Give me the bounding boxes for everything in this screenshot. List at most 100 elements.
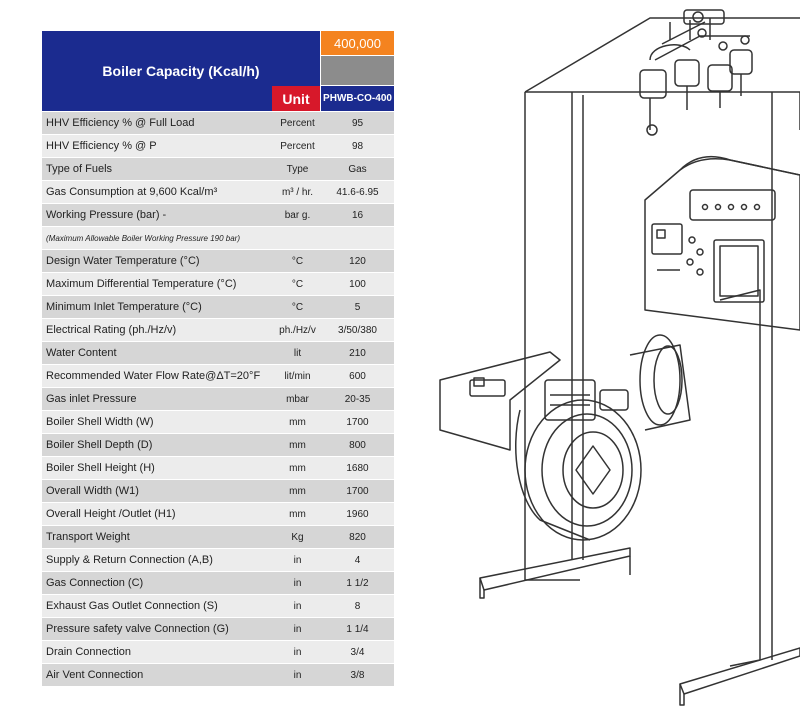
table-row: Exhaust Gas Outlet Connection (S) in 8 bbox=[42, 595, 394, 617]
burner bbox=[439, 334, 691, 541]
unit-cell: m³ / hr. bbox=[281, 186, 314, 198]
param-cell: Overall Width (W1) bbox=[46, 485, 139, 497]
capacity-label: Boiler Capacity (Kcal/h) bbox=[42, 31, 320, 111]
unit-cell: Type bbox=[286, 163, 309, 175]
table-row: Maximum Differential Temperature (°C) °C 1… bbox=[42, 273, 394, 295]
param-cell: Gas Consumption at 9,600 Kcal/m³ bbox=[46, 186, 218, 198]
value-cell: 1700 bbox=[346, 485, 369, 497]
unit-cell: °C bbox=[291, 255, 304, 267]
unit-cell: lit bbox=[293, 347, 302, 359]
value-cell: 41.6-6.95 bbox=[336, 186, 379, 198]
param-cell: (Maximum Allowable Boiler Working Pressu… bbox=[46, 233, 240, 243]
unit-cell: Percent bbox=[280, 117, 315, 129]
unit-header: Unit bbox=[272, 86, 320, 111]
table-row: Electrical Rating (ph./Hz/v) ph./Hz/v 3/50… bbox=[42, 319, 394, 341]
table-row: Gas Connection (C) in 1 1/2 bbox=[42, 572, 394, 594]
unit-cell: in bbox=[293, 554, 302, 566]
value-cell: 3/4 bbox=[350, 646, 365, 658]
param-cell: HHV Efficiency % @ P bbox=[46, 140, 157, 152]
table-row: Recommended Water Flow Rate@ΔT=20°F lit/m… bbox=[42, 365, 394, 387]
unit-cell: in bbox=[293, 669, 302, 681]
param-cell: Gas Connection (C) bbox=[46, 577, 144, 589]
capacity-value: 400,000 bbox=[321, 31, 394, 55]
value-cell: 800 bbox=[349, 439, 366, 451]
unit-cell: in bbox=[293, 646, 302, 658]
model-header: PHWB-CO-400 bbox=[321, 86, 394, 111]
param-cell: Supply & Return Connection (A,B) bbox=[46, 554, 213, 566]
value-cell: 120 bbox=[349, 255, 366, 267]
unit-cell: Percent bbox=[280, 140, 315, 152]
param-cell: Design Water Temperature (°C) bbox=[46, 255, 200, 267]
table-row: Working Pressure (bar) -bar g.16 bbox=[42, 204, 394, 226]
table-row: Boiler Shell Depth (D) mm 800 bbox=[42, 434, 394, 456]
table-row: Overall Width (W1) mm 1700 bbox=[42, 480, 394, 502]
boiler-drawing bbox=[439, 9, 800, 706]
param-cell: Drain Connection bbox=[46, 646, 131, 658]
unit-cell: Kg bbox=[291, 531, 304, 543]
param-cell: Water Content bbox=[46, 347, 117, 359]
value-cell: 3/8 bbox=[350, 669, 365, 681]
param-cell: Gas inlet Pressure bbox=[46, 393, 137, 405]
table-row: Design Water Temperature (°C) °C 120 bbox=[42, 250, 394, 272]
value-cell: 5 bbox=[354, 301, 361, 313]
param-cell: Type of Fuels bbox=[46, 163, 113, 175]
unit-cell: ph./Hz/v bbox=[279, 324, 316, 336]
param-cell: HHV Efficiency % @ Full Load bbox=[46, 117, 195, 129]
value-cell: 1960 bbox=[346, 508, 369, 520]
value-cell: 4 bbox=[354, 554, 361, 566]
unit-cell: mm bbox=[289, 508, 306, 520]
table-row: Gas Consumption at 9,600 Kcal/m³ m³ / hr.… bbox=[42, 181, 394, 203]
value-cell: 20-35 bbox=[344, 393, 371, 405]
value-cell: 3/50/380 bbox=[338, 324, 377, 336]
table-row: HHV Efficiency % @ P Percent 98 bbox=[42, 135, 394, 157]
capacity-spacer bbox=[321, 56, 394, 85]
unit-cell: bar g. bbox=[284, 209, 311, 221]
value-cell: 100 bbox=[349, 278, 366, 290]
unit-cell: in bbox=[293, 600, 302, 612]
value-cell: 600 bbox=[349, 370, 366, 382]
param-cell: Boiler Shell Depth (D) bbox=[46, 439, 153, 451]
value-cell: 98 bbox=[351, 140, 364, 152]
param-cell: Maximum Differential Temperature (°C) bbox=[46, 278, 237, 290]
unit-cell: mm bbox=[289, 439, 306, 451]
param-cell: Electrical Rating (ph./Hz/v) bbox=[46, 324, 177, 336]
table-row: HHV Efficiency % @ Full Load Percent 95 bbox=[42, 112, 394, 134]
value-cell: 1 1/4 bbox=[346, 623, 369, 635]
value-cell: 95 bbox=[351, 117, 364, 129]
param-cell: Boiler Shell Width (W) bbox=[46, 416, 154, 428]
param-cell: Exhaust Gas Outlet Connection (S) bbox=[46, 600, 218, 612]
table-row: Gas inlet Pressure mbar 20-35 bbox=[42, 388, 394, 410]
unit-cell: °C bbox=[291, 278, 304, 290]
unit-cell: in bbox=[293, 623, 302, 635]
unit-cell: °C bbox=[291, 301, 304, 313]
spec-table: Boiler Capacity (Kcal/h) 400,000 Unit PH… bbox=[42, 31, 394, 686]
unit-cell: in bbox=[293, 577, 302, 589]
value-cell: 1700 bbox=[346, 416, 369, 428]
table-row: Pressure safety valve Connection (G) in 1 … bbox=[42, 618, 394, 640]
table-row: (Maximum Allowable Boiler Working Pressu… bbox=[42, 227, 394, 249]
base-rails bbox=[479, 547, 800, 706]
value-cell: 16 bbox=[351, 209, 364, 221]
boiler-cabinet bbox=[524, 17, 800, 667]
param-cell: Transport Weight bbox=[46, 531, 130, 543]
unit-cell: mm bbox=[289, 485, 306, 497]
value-cell: 820 bbox=[349, 531, 366, 543]
value-cell: 8 bbox=[354, 600, 361, 612]
unit-cell: mbar bbox=[286, 393, 309, 405]
value-cell: 1 1/2 bbox=[346, 577, 369, 589]
value-cell: Gas bbox=[348, 163, 367, 175]
table-header: Boiler Capacity (Kcal/h) 400,000 Unit PH… bbox=[42, 31, 394, 111]
table-row: Transport Weight Kg 820 bbox=[42, 526, 394, 548]
table-row: Supply & Return Connection (A,B) in 4 bbox=[42, 549, 394, 571]
value-cell: 1680 bbox=[346, 462, 369, 474]
param-cell: Pressure safety valve Connection (G) bbox=[46, 623, 229, 635]
param-cell: Recommended Water Flow Rate@ΔT=20°F bbox=[46, 370, 261, 382]
table-row: Drain Connection in 3/4 bbox=[42, 641, 394, 663]
unit-cell: mm bbox=[289, 462, 306, 474]
unit-cell: lit/min bbox=[284, 370, 311, 382]
